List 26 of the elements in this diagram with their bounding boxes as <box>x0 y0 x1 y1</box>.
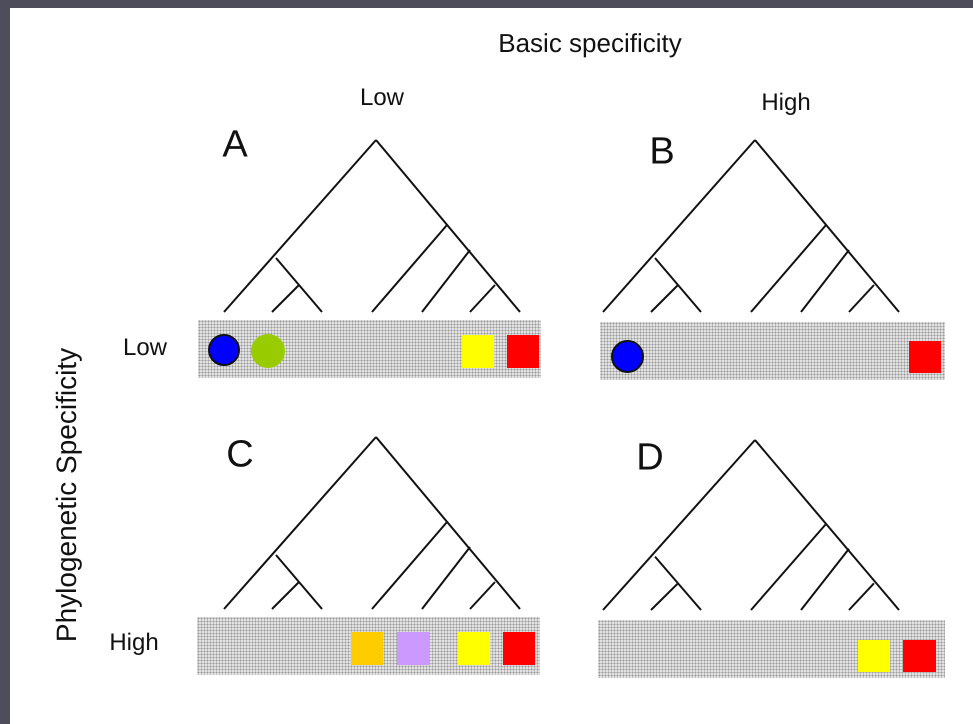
label: A <box>222 124 248 166</box>
label: C <box>226 434 254 476</box>
colored-circle <box>208 334 240 366</box>
colored-square <box>903 640 936 672</box>
colored-square <box>397 632 429 665</box>
label: High <box>109 629 159 657</box>
label: High <box>761 89 811 117</box>
colored-square <box>503 632 535 665</box>
habitat-band <box>198 320 541 378</box>
label: B <box>649 130 675 174</box>
colored-square <box>462 335 494 368</box>
habitat-band <box>197 617 540 675</box>
colored-square <box>909 341 941 373</box>
title: Basic specificity <box>497 28 683 59</box>
habitat-band <box>598 620 945 678</box>
colored-circle <box>251 334 285 368</box>
label: D <box>636 436 664 480</box>
colored-square <box>858 640 890 672</box>
axis-label: Phylogenetic Specificity <box>51 348 83 642</box>
colored-square <box>458 632 490 665</box>
colored-square <box>507 335 539 368</box>
colored-circle <box>611 340 644 373</box>
label: Low <box>122 334 168 362</box>
colored-square <box>351 632 383 665</box>
habitat-band <box>600 322 945 380</box>
label: Low <box>360 84 404 112</box>
